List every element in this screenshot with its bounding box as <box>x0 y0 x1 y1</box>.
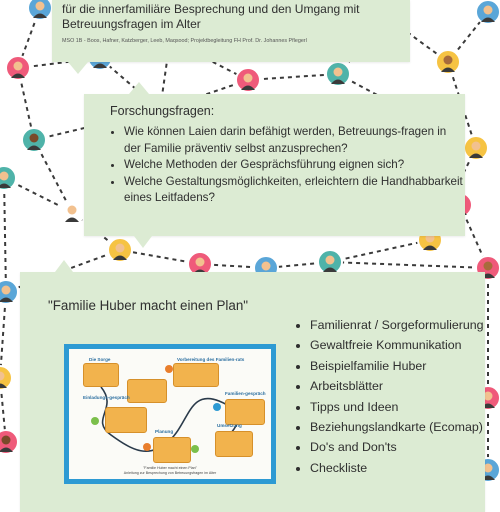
infographic-footer: "Familie Huber macht einen Plan" Anleitu… <box>69 466 271 476</box>
speech-tail <box>129 82 149 94</box>
speech-tail <box>55 260 73 272</box>
infographic-box <box>153 437 191 463</box>
infographic-label: Einladungs-gespräch <box>83 395 130 400</box>
person-avatar-icon <box>107 237 133 263</box>
research-heading: Forschungsfragen: <box>110 104 215 118</box>
plan-topic: Tipps und Ideen <box>310 397 490 417</box>
person-avatar-icon <box>475 0 500 25</box>
header-credits: MSO 1B - Boos, Hafner, Katzberger, Leeb,… <box>62 38 307 44</box>
person-avatar-icon <box>0 365 13 391</box>
person-avatar-icon <box>27 0 53 21</box>
plan-topic: Do's and Don'ts <box>310 437 490 457</box>
person-avatar-icon <box>21 127 47 153</box>
research-question: Welche Gestaltungsmöglichkeiten, erleich… <box>124 174 464 207</box>
infographic-label: Vorbereitung des Familien-rats <box>177 357 245 362</box>
person-avatar-icon <box>59 199 85 225</box>
speech-tail <box>134 236 152 248</box>
infographic-footer-subtitle: Anleitung zur Besprechung von Betreuungs… <box>123 471 217 475</box>
infographic-box <box>225 399 265 425</box>
person-avatar-icon <box>463 135 489 161</box>
plan-topic: Gewaltfreie Kommunikation <box>310 335 490 355</box>
infographic-label: Umsetzung <box>217 423 242 428</box>
plan-topic: Checkliste <box>310 458 490 478</box>
infographic-box <box>83 363 119 387</box>
person-avatar-icon <box>435 49 461 75</box>
research-question-list: Wie können Laien darin befähigt werden, … <box>110 124 464 207</box>
person-avatar-icon <box>0 429 19 455</box>
plan-topic-list: Familienrat / Sorgeformulierung Gewaltfr… <box>296 315 490 478</box>
plan-topic: Beispielfamilie Huber <box>310 356 490 376</box>
infographic-footer-title: "Familie Huber macht einen Plan" <box>143 466 197 470</box>
research-question: Wie können Laien darin befähigt werden, … <box>124 124 464 157</box>
infographic-box <box>215 431 253 457</box>
person-avatar-icon <box>0 165 17 191</box>
network-connection <box>0 291 7 379</box>
network-connection <box>329 261 489 269</box>
plan-topic: Familienrat / Sorgeformulierung <box>310 315 490 335</box>
person-avatar-icon <box>0 279 19 305</box>
header-card: für die innerfamiliäre Besprechung und d… <box>52 0 410 74</box>
network-connection <box>3 177 7 293</box>
plan-title: "Familie Huber macht einen Plan" <box>48 298 249 313</box>
infographic-canvas: Die Sorge Einladungs-gespräch Vorbereitu… <box>69 349 271 479</box>
plan-card: "Familie Huber macht einen Plan" Die Sor… <box>20 260 485 512</box>
network-connection <box>247 73 339 81</box>
infographic-box <box>105 407 147 433</box>
network-connection <box>447 61 477 149</box>
person-avatar-icon <box>317 249 343 275</box>
plan-topic: Arbeitsblätter <box>310 376 490 396</box>
infographic-box <box>173 363 219 387</box>
person-avatar-icon <box>235 67 261 93</box>
research-questions-card: Forschungsfragen: Wie können Laien darin… <box>84 82 465 248</box>
network-connection <box>329 239 431 263</box>
header-title: für die innerfamiliäre Besprechung und d… <box>62 2 360 31</box>
person-avatar-icon <box>5 55 31 81</box>
network-connection <box>99 57 161 111</box>
infographic-label: Familien-gespräch <box>225 391 266 396</box>
plan-topic: Beziehungslandkarte (Ecomap) <box>310 417 490 437</box>
infographic-label: Die Sorge <box>89 357 111 362</box>
network-connection <box>17 57 101 69</box>
infographic-box <box>127 379 167 403</box>
person-avatar-icon <box>325 61 351 87</box>
infographic-label: Planung <box>155 429 174 434</box>
speech-tail <box>68 62 88 74</box>
network-connection <box>33 139 73 213</box>
network-connection <box>119 249 201 265</box>
research-question: Welche Methoden der Gesprächsführung eig… <box>124 157 464 174</box>
family-plan-infographic: Die Sorge Einladungs-gespräch Vorbereitu… <box>64 344 276 484</box>
